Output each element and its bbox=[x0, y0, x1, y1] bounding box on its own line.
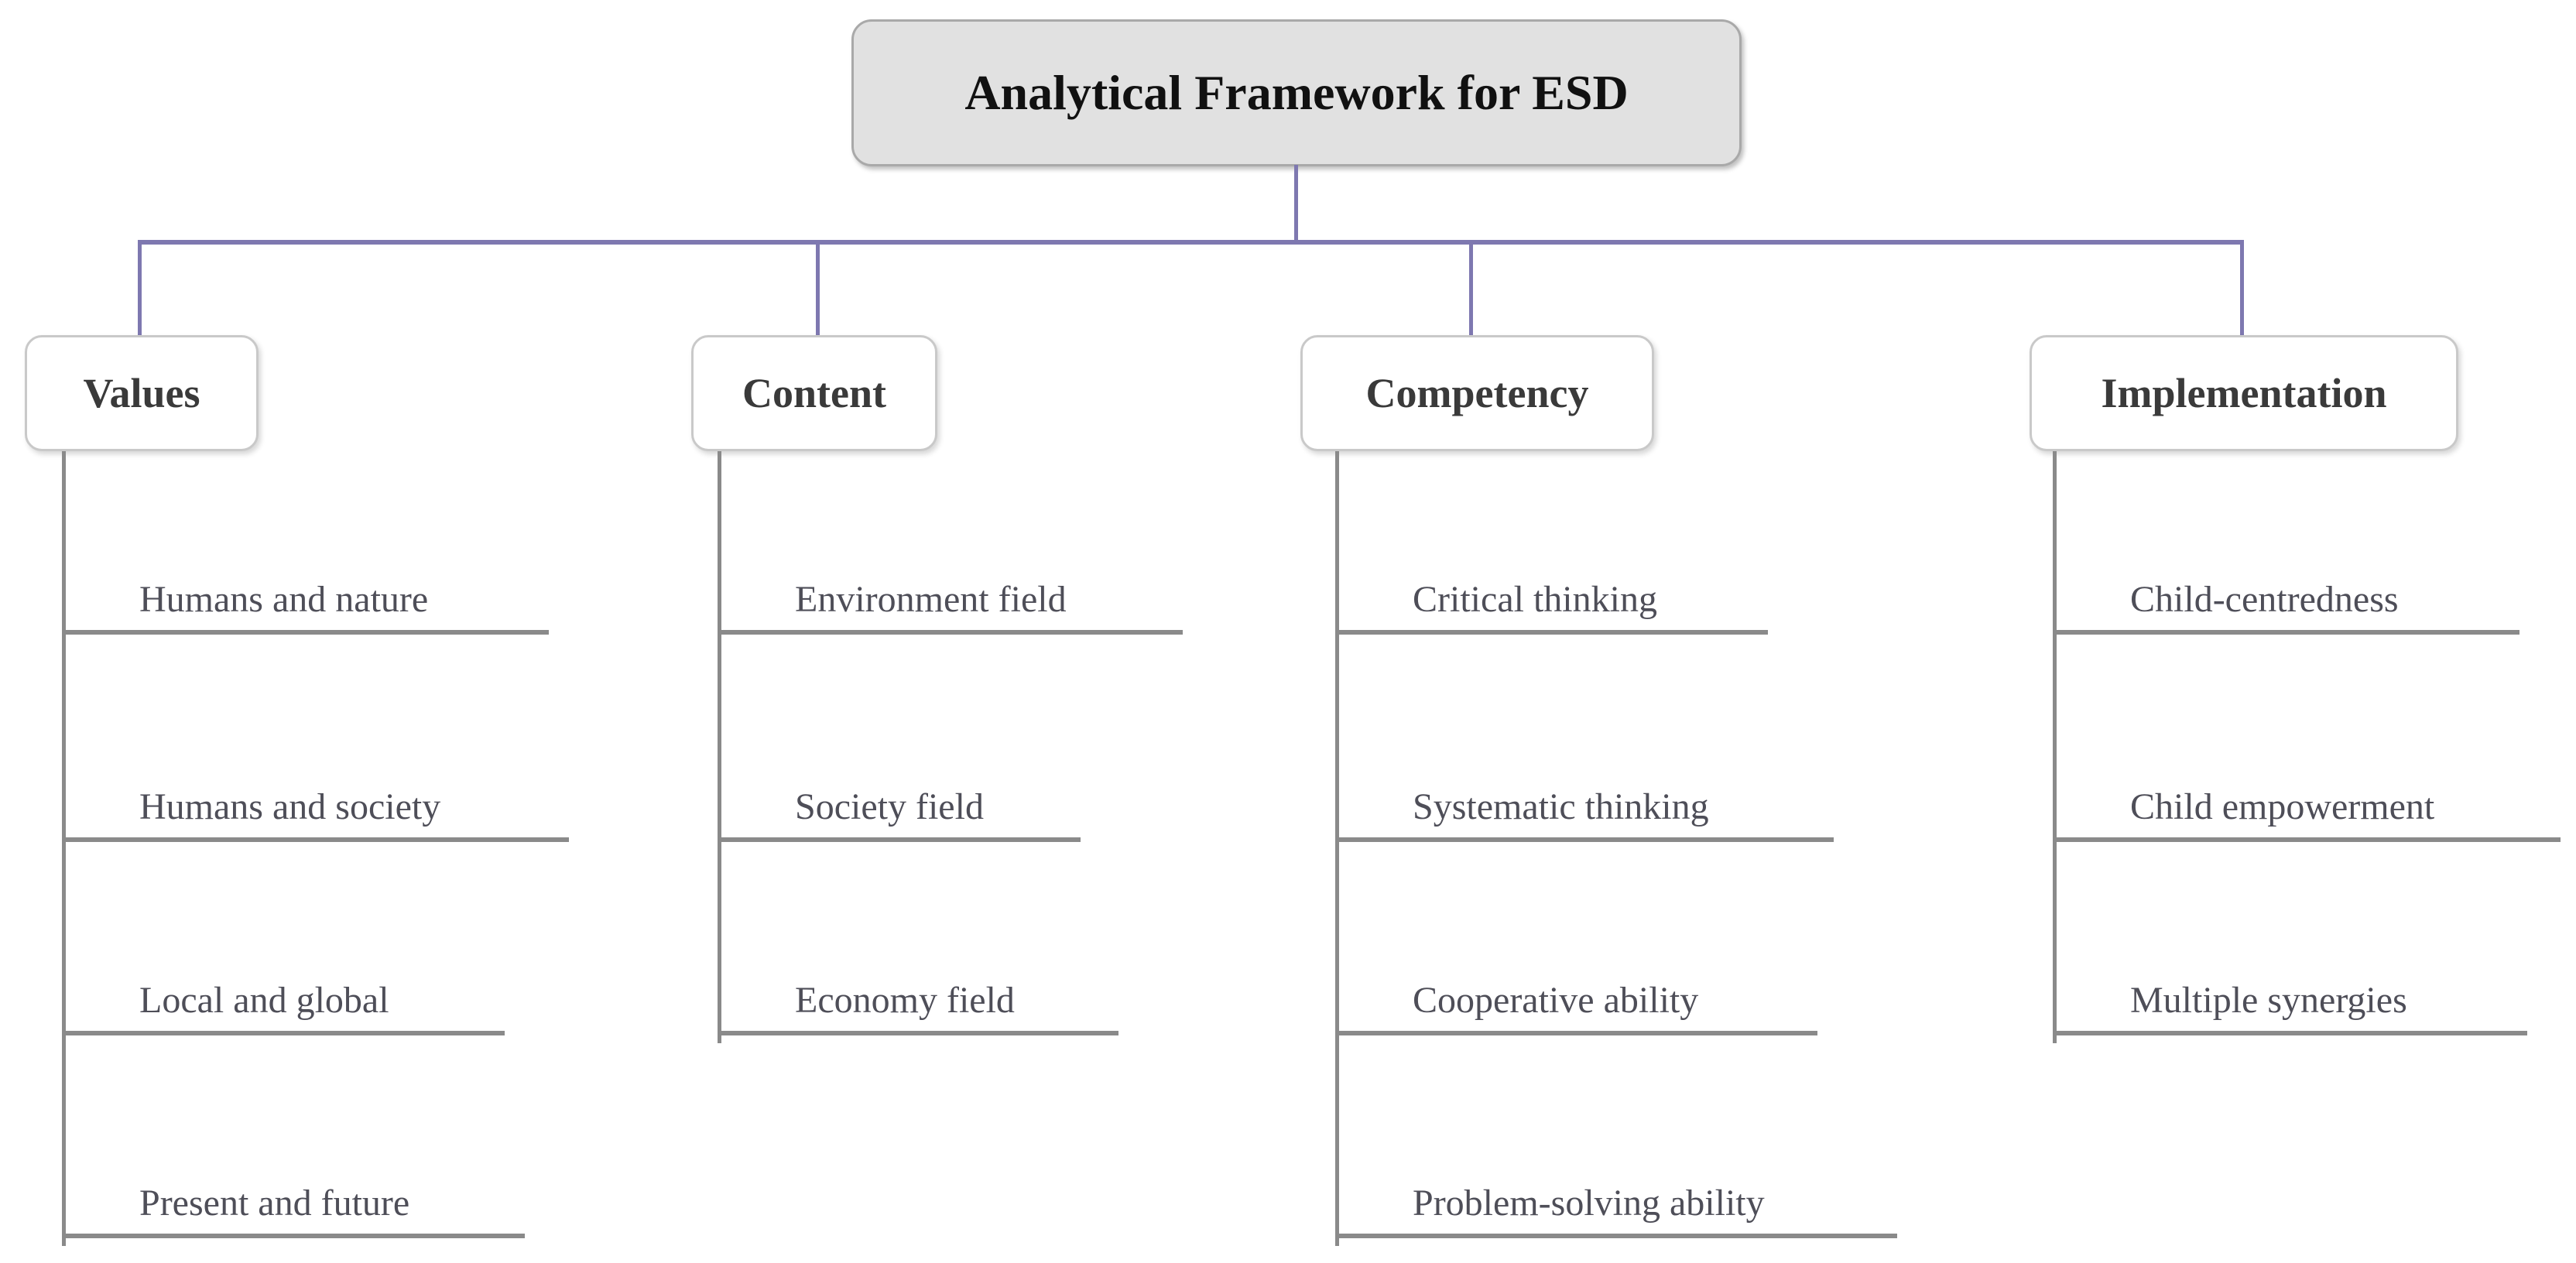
branch-label: Implementation bbox=[2101, 370, 2387, 416]
values-stem-line bbox=[62, 451, 66, 1246]
leaf-label: Cooperative ability bbox=[1413, 980, 1699, 1021]
leaf-item-systematic-thinking: Systematic thinking bbox=[1335, 749, 1834, 842]
leaf-item-multiple-synergies: Multiple synergies bbox=[2053, 943, 2527, 1035]
leaf-label: Humans and society bbox=[139, 786, 441, 827]
leaf-label: Humans and nature bbox=[139, 579, 429, 620]
content-stem-line bbox=[718, 451, 721, 1043]
branch-node-competency: Competency bbox=[1300, 335, 1654, 451]
leaf-item-economy-field: Economy field bbox=[718, 943, 1118, 1035]
leaf-label: Present and future bbox=[139, 1183, 410, 1224]
leaf-item-society-field: Society field bbox=[718, 749, 1081, 842]
diagram-title: Analytical Framework for ESD bbox=[964, 65, 1629, 120]
branch-node-content: Content bbox=[691, 335, 937, 451]
leaf-label: Environment field bbox=[795, 579, 1067, 620]
branch-label: Competency bbox=[1365, 370, 1589, 416]
values-drop-line bbox=[138, 241, 142, 337]
implementation-stem-line bbox=[2053, 451, 2057, 1043]
leaf-item-critical-thinking: Critical thinking bbox=[1335, 542, 1768, 635]
leaf-label: Local and global bbox=[139, 980, 389, 1021]
branch-label: Values bbox=[83, 370, 200, 416]
leaf-label: Child-centredness bbox=[2130, 579, 2399, 620]
leaf-item-humans-and-society: Humans and society bbox=[62, 749, 569, 842]
competency-drop-line bbox=[1469, 241, 1473, 337]
root-node-title-box: Analytical Framework for ESD bbox=[851, 19, 1742, 166]
leaf-item-local-and-global: Local and global bbox=[62, 943, 505, 1035]
implementation-drop-line bbox=[2240, 241, 2244, 337]
leaf-item-cooperative-ability: Cooperative ability bbox=[1335, 943, 1817, 1035]
branch-label: Content bbox=[742, 370, 886, 416]
leaf-label: Economy field bbox=[795, 980, 1015, 1021]
leaf-label: Problem-solving ability bbox=[1413, 1183, 1765, 1224]
leaf-item-child-centredness: Child-centredness bbox=[2053, 542, 2519, 635]
branch-bus-line bbox=[138, 240, 2244, 245]
branch-node-values: Values bbox=[25, 335, 259, 451]
root-connector-line bbox=[1294, 165, 1298, 241]
branch-node-implementation: Implementation bbox=[2030, 335, 2458, 451]
leaf-item-environment-field: Environment field bbox=[718, 542, 1183, 635]
leaf-label: Multiple synergies bbox=[2130, 980, 2407, 1021]
leaf-item-present-and-future: Present and future bbox=[62, 1145, 525, 1238]
leaf-item-child-empowerment: Child empowerment bbox=[2053, 749, 2561, 842]
leaf-label: Child empowerment bbox=[2130, 786, 2435, 827]
competency-stem-line bbox=[1335, 451, 1339, 1246]
leaf-label: Systematic thinking bbox=[1413, 786, 1709, 827]
leaf-label: Society field bbox=[795, 786, 984, 827]
leaf-item-humans-and-nature: Humans and nature bbox=[62, 542, 549, 635]
leaf-label: Critical thinking bbox=[1413, 579, 1657, 620]
content-drop-line bbox=[816, 241, 820, 337]
leaf-item-problem-solving-ability: Problem-solving ability bbox=[1335, 1145, 1897, 1238]
